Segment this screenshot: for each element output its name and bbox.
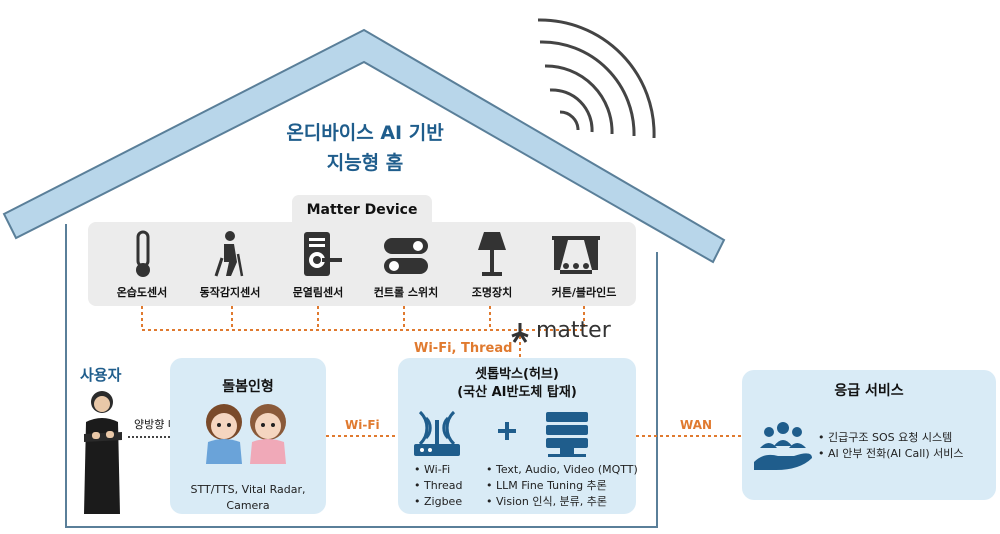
emergency-service-item: 긴급구조 SOS 요청 시스템 bbox=[828, 431, 953, 444]
matter-logo-icon bbox=[511, 323, 529, 343]
plus-icon bbox=[498, 422, 516, 440]
list-item: • Zigbee bbox=[414, 495, 463, 508]
wan-label: WAN bbox=[680, 418, 713, 432]
device-label-temp-humidity: 온습도센서 bbox=[116, 286, 168, 299]
wifi-thread-label: Wi-Fi, Thread bbox=[414, 341, 513, 356]
floor-lamp-icon bbox=[478, 232, 506, 276]
toggle-switch-icon bbox=[384, 238, 428, 274]
device-label-door: 문열림센서 bbox=[292, 286, 344, 299]
doll-desc-line1: STT/TTS, Vital Radar, bbox=[190, 483, 306, 496]
hub-protocol-item: Zigbee bbox=[424, 495, 463, 508]
doll-desc-line2: Camera bbox=[226, 499, 270, 512]
connection-lines bbox=[141, 306, 742, 437]
hub-feature-item: Text, Audio, Video (MQTT) bbox=[496, 463, 638, 476]
wifi-label: Wi-Fi bbox=[345, 418, 380, 432]
user-label: 사용자 bbox=[80, 366, 122, 384]
device-label-switch: 컨트롤 스위치 bbox=[373, 286, 439, 299]
emergency-service-list: • 긴급구조 SOS 요청 시스템 • AI 안부 전화(AI Call) 서비… bbox=[818, 430, 963, 462]
diagram-title: 온디바이스 AI 기반 지능형 홈 bbox=[195, 118, 535, 178]
care-doll-icon bbox=[206, 404, 286, 464]
hub-feature-list: • Text, Audio, Video (MQTT) • LLM Fine T… bbox=[486, 462, 638, 510]
list-item: • Vision 인식, 분류, 추론 bbox=[486, 495, 608, 508]
matter-device-label: Matter Device bbox=[292, 195, 432, 223]
care-hand-icon bbox=[754, 422, 812, 470]
door-lock-icon bbox=[304, 232, 342, 276]
matter-logo-text: matter bbox=[536, 318, 611, 343]
doll-title: 돌봄인형 bbox=[222, 379, 274, 395]
hub-feature-item: LLM Fine Tuning 추론 bbox=[496, 479, 607, 492]
matter-device-panel bbox=[88, 222, 636, 306]
device-label-lighting: 조명장치 bbox=[471, 286, 513, 299]
walking-person-icon bbox=[214, 231, 244, 277]
emergency-panel bbox=[742, 370, 996, 500]
hub-title: 셋톱박스(허브) (국산 AI반도체 탑재) bbox=[398, 366, 636, 402]
device-label-motion: 동작감지센서 bbox=[199, 286, 261, 299]
list-item: • Wi-Fi bbox=[414, 463, 451, 476]
user-figure bbox=[84, 391, 122, 514]
emergency-title: 응급 서비스 bbox=[834, 383, 904, 399]
list-item: • LLM Fine Tuning 추론 bbox=[486, 479, 607, 492]
doll-description: STT/TTS, Vital Radar, Camera bbox=[170, 482, 326, 514]
device-label-curtain: 커튼/블라인드 bbox=[551, 286, 617, 299]
doll-right bbox=[250, 404, 286, 464]
list-item: • Thread bbox=[414, 479, 463, 492]
list-item: • 긴급구조 SOS 요청 시스템 bbox=[818, 431, 953, 444]
title-line2: 지능형 홈 bbox=[326, 152, 404, 174]
hub-title-line2: (국산 AI반도체 탑재) bbox=[457, 385, 577, 400]
list-item: • AI 안부 전화(AI Call) 서비스 bbox=[818, 447, 964, 460]
emergency-service-item: AI 안부 전화(AI Call) 서비스 bbox=[828, 447, 964, 460]
title-line1: 온디바이스 AI 기반 bbox=[286, 122, 444, 144]
router-icon bbox=[414, 410, 460, 456]
doll-left bbox=[206, 404, 242, 464]
hub-title-line1: 셋톱박스(허브) bbox=[475, 367, 559, 382]
house-roof bbox=[2, 28, 726, 264]
hub-protocol-item: Wi-Fi bbox=[424, 463, 451, 476]
server-icon bbox=[546, 412, 588, 457]
thermometer-icon bbox=[136, 230, 150, 277]
doll-panel bbox=[170, 358, 326, 514]
hub-protocol-list: • Wi-Fi • Thread • Zigbee bbox=[414, 462, 462, 510]
house-walls bbox=[65, 224, 658, 528]
hub-protocol-item: Thread bbox=[424, 479, 463, 492]
curtain-icon bbox=[552, 236, 600, 274]
hub-feature-item: Vision 인식, 분류, 추론 bbox=[496, 495, 608, 508]
wireless-signal-icon bbox=[537, 18, 656, 139]
list-item: • Text, Audio, Video (MQTT) bbox=[486, 463, 638, 476]
